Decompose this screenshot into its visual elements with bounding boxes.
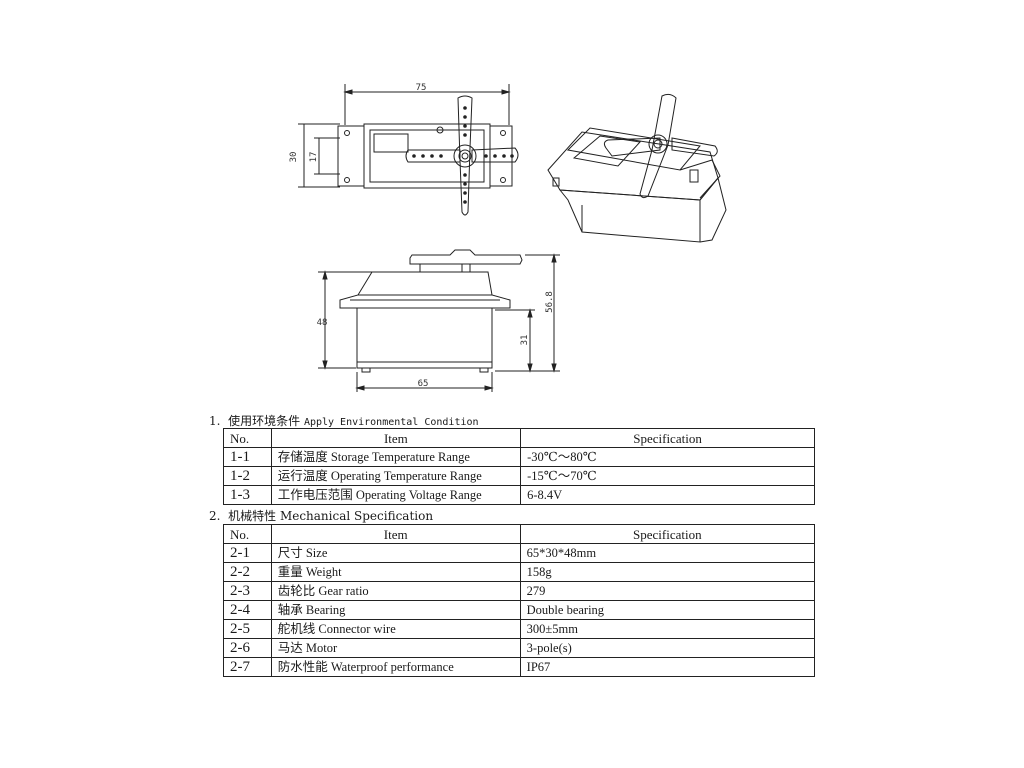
header-spec: Specification [520, 428, 815, 448]
row-no: 2-5 [223, 619, 272, 639]
row-no: 2-2 [223, 562, 272, 582]
header-no: No. [223, 524, 272, 544]
dim-height-outer: 30 [289, 152, 299, 163]
section-1-number: 1. [209, 414, 221, 428]
row-item: 舵机线 Connector wire [270, 619, 521, 639]
table-row: 1-1 存储温度 Storage Temperature Range -30℃～… [223, 447, 815, 467]
section-2-number: 2. [209, 509, 221, 523]
section-2-title-cn: 机械特性 [228, 509, 277, 523]
isometric-view [547, 93, 727, 243]
row-no: 1-2 [223, 466, 272, 486]
table-row: 2-6 马达 Motor 3-pole(s) [223, 638, 816, 658]
row-no: 2-1 [223, 543, 272, 563]
row-item: 防水性能 Waterproof performance [270, 657, 521, 677]
dim-total-height: 56.8 [545, 291, 555, 313]
table-header-row: No. Item Specification [223, 524, 816, 544]
row-spec: 300±5mm [519, 619, 816, 639]
row-spec: 65*30*48mm [519, 543, 816, 563]
table-header-row: No. Item Specification [223, 428, 815, 448]
dim-width-side: 65 [418, 379, 429, 389]
dim-height-inner: 17 [309, 152, 319, 163]
row-spec: Double bearing [519, 600, 816, 620]
table-row: 2-7 防水性能 Waterproof performance IP67 [223, 657, 816, 677]
row-no: 2-6 [223, 638, 272, 658]
header-item: Item [270, 428, 522, 448]
row-no: 2-3 [223, 581, 272, 601]
header-spec: Specification [519, 524, 816, 544]
row-no: 2-7 [223, 657, 272, 677]
table-row: 2-5 舵机线 Connector wire 300±5mm [223, 619, 816, 639]
mechanical-table: No. Item Specification 2-1 尺寸 Size 65*30… [223, 524, 816, 677]
row-spec: -15℃～70℃ [520, 466, 815, 486]
header-no: No. [223, 428, 272, 448]
row-spec: 6-8.4V [520, 485, 815, 505]
dim-width-top: 75 [416, 83, 427, 93]
table-row: 2-4 轴承 Bearing Double bearing [223, 600, 816, 620]
section-1-title-en: Apply Environmental Condition [303, 417, 479, 428]
table-row: 1-2 运行温度 Operating Temperature Range -15… [223, 466, 815, 486]
side-view [318, 249, 560, 392]
row-spec: 158g [519, 562, 816, 582]
environment-table: No. Item Specification 1-1 存储温度 Storage … [223, 428, 815, 505]
row-no: 1-1 [223, 447, 272, 467]
top-view [298, 84, 519, 216]
row-no: 1-3 [223, 485, 272, 505]
dim-lower-height: 31 [520, 335, 530, 346]
servo-technical-drawing: 75 30 17 48 56.8 31 65 [289, 83, 727, 392]
dim-height-side: 48 [317, 318, 328, 328]
section-2-title-en: Mechanical Specification [279, 509, 434, 523]
row-item: 马达 Motor [270, 638, 521, 658]
row-item: 重量 Weight [270, 562, 521, 582]
row-item: 尺寸 Size [270, 543, 521, 563]
header-item: Item [270, 524, 521, 544]
row-item: 运行温度 Operating Temperature Range [270, 466, 522, 486]
row-item: 工作电压范围 Operating Voltage Range [270, 485, 522, 505]
row-no: 2-4 [223, 600, 272, 620]
section-1-title: 1. 使用环境条件 Apply Environmental Condition [209, 412, 479, 429]
row-spec: 279 [519, 581, 816, 601]
row-item: 轴承 Bearing [270, 600, 521, 620]
section-1-title-cn: 使用环境条件 [228, 414, 301, 428]
table-row: 1-3 工作电压范围 Operating Voltage Range 6-8.4… [223, 485, 815, 505]
row-spec: -30℃～80℃ [520, 447, 815, 467]
table-row: 2-1 尺寸 Size 65*30*48mm [223, 543, 816, 563]
row-item: 存储温度 Storage Temperature Range [270, 447, 522, 467]
table-row: 2-2 重量 Weight 158g [223, 562, 816, 582]
row-spec: 3-pole(s) [519, 638, 816, 658]
row-item: 齿轮比 Gear ratio [270, 581, 521, 601]
row-spec: IP67 [519, 657, 816, 677]
table-row: 2-3 齿轮比 Gear ratio 279 [223, 581, 816, 601]
section-2-title: 2. 机械特性 Mechanical Specification [209, 507, 433, 524]
